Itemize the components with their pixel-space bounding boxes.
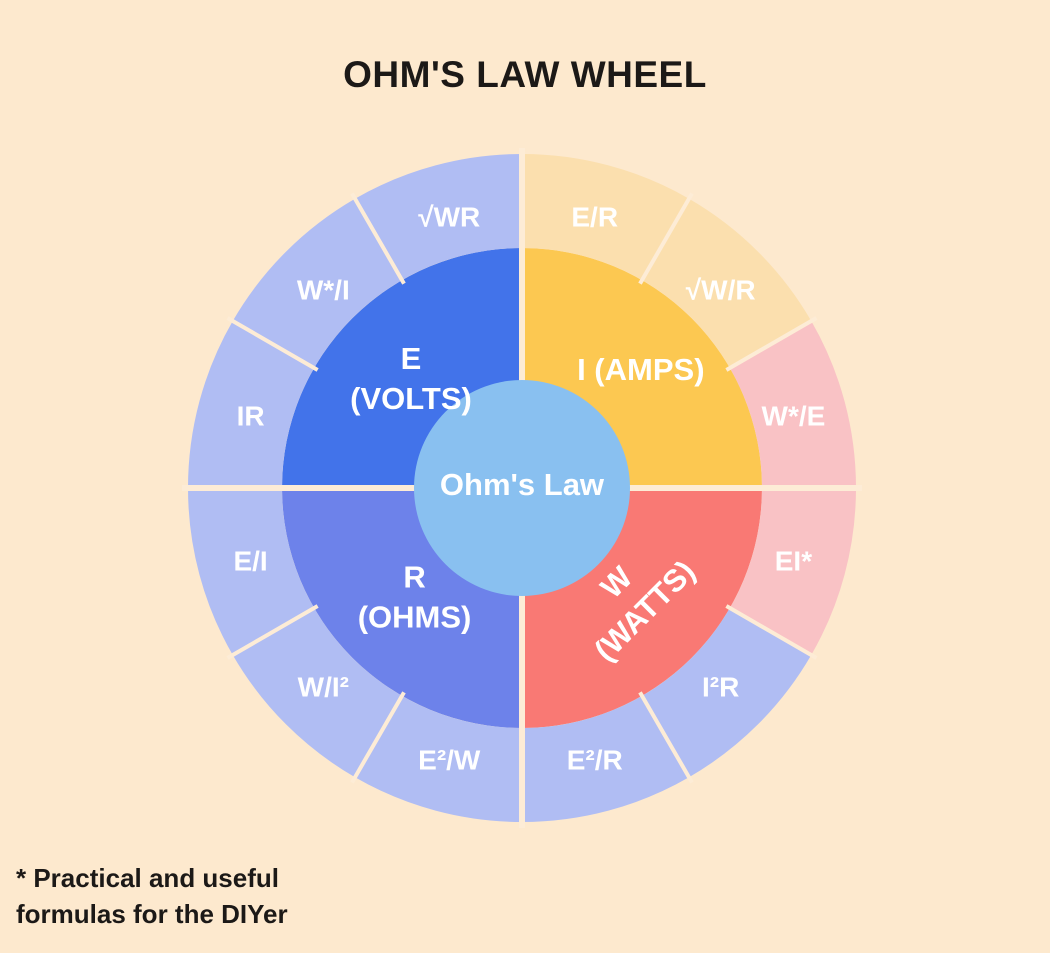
quadrant-label-amps: I (AMPS)	[577, 352, 704, 387]
divider-segment	[725, 316, 818, 372]
segment-label-e2-over-r: E²/R	[567, 744, 623, 775]
segment-label-i2r: I²R	[702, 672, 739, 703]
divider-segment	[350, 192, 406, 285]
segment-ei	[729, 488, 856, 655]
segment-sqrt-w-r	[642, 198, 812, 368]
segment-label-ei: EI*	[775, 546, 812, 577]
page-title: OHM'S LAW WHEEL	[343, 54, 707, 95]
segment-label-w-over-e: W*/E	[762, 400, 826, 431]
wheel-center-circle	[414, 380, 630, 596]
wheel-labels: E/R √W/R W*/E EI* I²R E²/R E²/W W/I² E/I IR W*/I √W…	[233, 202, 825, 776]
segment-label-w-over-i: W*/I	[297, 274, 350, 305]
quadrant-label-ohms: R(OHMS)	[358, 559, 472, 634]
segment-label-w-over-i2: W/I²	[298, 672, 349, 703]
divider-segment	[638, 192, 694, 285]
divider-segment	[638, 691, 694, 784]
segment-ir	[188, 321, 315, 488]
segment-label-sqrt-wr: √WR	[418, 202, 480, 233]
segment-label-e-over-r: E/R	[571, 202, 618, 233]
footnote-line-1: * Practical and useful	[16, 863, 279, 893]
divider-segment	[725, 604, 818, 660]
segment-e-over-i	[188, 488, 315, 655]
segment-e-over-r	[522, 154, 689, 281]
segment-label-e-over-i: E/I	[233, 546, 267, 577]
segment-sqrt-wr	[355, 154, 522, 281]
segment-e2-over-r	[522, 695, 689, 822]
footnote-line-2: formulas for the DIYer	[16, 899, 288, 929]
segment-label-e2-over-w: E²/W	[418, 744, 481, 775]
divider-segment	[226, 316, 319, 372]
segment-w-over-e	[729, 321, 856, 488]
segment-w-over-i2	[232, 608, 402, 778]
segment-i2r	[642, 608, 812, 778]
segment-e2-over-w	[355, 695, 522, 822]
divider-segment	[350, 691, 406, 784]
segment-label-ir: IR	[237, 400, 265, 431]
wheel-center-label: Ohm's Law	[440, 467, 605, 502]
quadrant-label-volts: E(VOLTS)	[350, 341, 472, 416]
segment-label-sqrt-w-r: √W/R	[686, 274, 756, 305]
segment-w-over-i	[232, 198, 402, 368]
wheel-outer-ring	[188, 154, 856, 822]
footnote: * Practical and useful formulas for the …	[16, 860, 288, 932]
divider-segment	[226, 604, 319, 660]
